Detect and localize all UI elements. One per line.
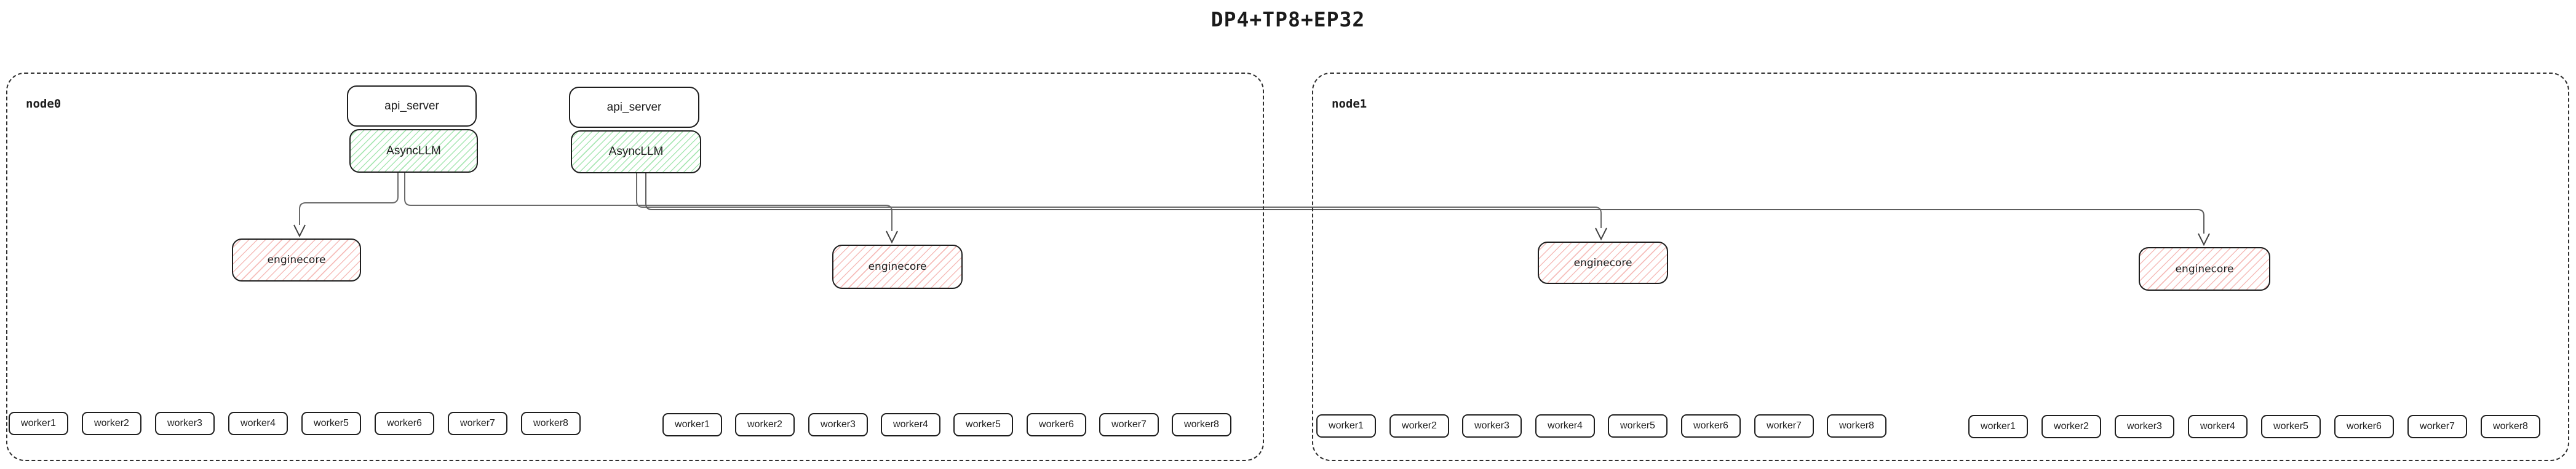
worker-box-g1-2: worker2 [82,412,141,435]
enginecore-box-3: enginecore [1538,242,1668,284]
connector-asyncllm1-enginecore1 [299,173,399,225]
enginecore-box-2: enginecore [832,245,963,289]
worker-box-g3-5: worker5 [1608,414,1668,438]
worker-box-g3-7: worker7 [1754,414,1814,438]
worker-box-g3-6: worker6 [1681,414,1741,438]
worker-box-g1-6: worker6 [375,412,434,435]
arrowhead-enginecore2 [886,231,898,244]
worker-box-g2-2: worker2 [735,413,795,436]
worker-box-g3-8: worker8 [1827,414,1886,438]
arrowhead-enginecore1 [293,224,306,238]
worker-box-g3-1: worker1 [1316,414,1376,438]
arrowhead-enginecore4 [2198,233,2210,246]
worker-box-g1-4: worker4 [228,412,288,435]
worker-box-g4-5: worker5 [2261,415,2321,438]
worker-box-g1-7: worker7 [448,412,507,435]
worker-box-g1-5: worker5 [301,412,361,435]
api-server-box-1: api_server [347,85,477,127]
worker-box-g2-5: worker5 [953,413,1013,436]
worker-box-g3-2: worker2 [1389,414,1449,438]
enginecore-box-4: enginecore [2139,247,2270,291]
diagram-title: DP4+TP8+EP32 [1210,7,1366,31]
worker-box-g2-1: worker1 [662,413,722,436]
enginecore-box-1: enginecore [232,238,361,282]
worker-box-g2-7: worker7 [1099,413,1159,436]
worker-box-g4-6: worker6 [2334,415,2394,438]
worker-box-g4-8: worker8 [2481,415,2540,438]
worker-box-g4-4: worker4 [2188,415,2248,438]
worker-box-g3-3: worker3 [1462,414,1522,438]
node1-label: node1 [1332,97,1367,111]
connector-asyncllm2-enginecore4 [645,173,2204,234]
worker-box-g2-8: worker8 [1172,413,1231,436]
worker-box-g1-3: worker3 [155,412,215,435]
worker-box-g1-1: worker1 [9,412,68,435]
worker-box-g4-3: worker3 [2115,415,2174,438]
api-server-box-2: api_server [569,87,699,128]
node-container-node1: node1 [1312,73,2569,461]
worker-box-g2-4: worker4 [881,413,940,436]
connector-asyncllm1-enginecore2 [404,173,892,231]
worker-box-g4-1: worker1 [1968,415,2028,438]
worker-box-g4-7: worker7 [2407,415,2467,438]
asyncllm-box-1: AsyncLLM [349,129,478,173]
node0-label: node0 [26,97,62,111]
asyncllm-box-2: AsyncLLM [571,130,701,173]
node-container-node0: node0 [6,73,1264,461]
worker-box-g3-4: worker4 [1535,414,1595,438]
connector-asyncllm2-enginecore3 [636,173,1602,228]
worker-box-g2-3: worker3 [808,413,868,436]
worker-box-g2-6: worker6 [1027,413,1086,436]
arrowhead-enginecore3 [1595,227,1607,241]
worker-box-g4-2: worker2 [2041,415,2101,438]
worker-box-g1-8: worker8 [521,412,581,435]
